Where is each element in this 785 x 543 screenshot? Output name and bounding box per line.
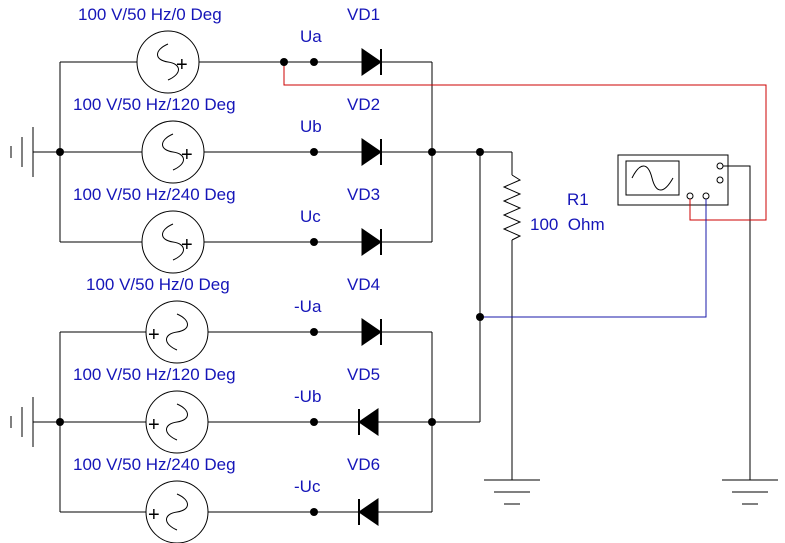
ac-source-3[interactable]: + — [141, 210, 205, 274]
node-label-neg-uc: -Uc — [294, 477, 321, 496]
scope-terminal-a — [686, 192, 694, 200]
probe-wire-a — [283, 62, 767, 221]
svg-text:+: + — [176, 54, 188, 76]
ground-symbol-upper — [10, 127, 60, 177]
resistor-name: R1 — [567, 190, 589, 209]
probe-wire-b — [480, 199, 707, 318]
source-label-3: 100 V/50 Hz/240 Deg — [73, 185, 236, 204]
resistor-r1[interactable] — [502, 174, 522, 241]
source-label-1: 100 V/50 Hz/0 Deg — [78, 5, 222, 24]
diode-vd4[interactable] — [361, 318, 382, 346]
diode-label-vd6: VD6 — [347, 455, 380, 474]
diode-label-vd4: VD4 — [347, 275, 380, 294]
ac-source-4[interactable]: + — [145, 300, 209, 364]
scope-terminal-gnd — [716, 176, 724, 184]
scope-terminal-b — [702, 192, 710, 200]
svg-text:+: + — [148, 504, 160, 526]
svg-text:+: + — [181, 234, 193, 256]
diode-vd3[interactable] — [361, 228, 382, 256]
diode-vd6[interactable] — [358, 498, 379, 526]
ground-symbol-scope — [722, 479, 778, 505]
node-label-ub: Ub — [300, 117, 322, 136]
source-label-6: 100 V/50 Hz/240 Deg — [73, 455, 236, 474]
diode-vd5[interactable] — [358, 408, 379, 436]
node-label-uc: Uc — [300, 207, 321, 226]
svg-text:+: + — [148, 414, 160, 436]
node-label-ua: Ua — [300, 27, 322, 46]
ac-source-1[interactable]: + — [136, 30, 200, 94]
diode-label-vd3: VD3 — [347, 185, 380, 204]
diode-vd2[interactable] — [361, 138, 382, 166]
source-label-4: 100 V/50 Hz/0 Deg — [86, 275, 230, 294]
oscilloscope[interactable] — [617, 154, 729, 206]
svg-text:+: + — [181, 144, 193, 166]
junction-dots — [56, 58, 484, 516]
ground-symbol-lower — [10, 397, 60, 447]
diode-label-vd2: VD2 — [347, 95, 380, 114]
node-label-neg-ub: -Ub — [294, 387, 321, 406]
svg-text:+: + — [148, 324, 160, 346]
ac-source-2[interactable]: + — [141, 120, 205, 184]
diode-label-vd1: VD1 — [347, 5, 380, 24]
ac-source-5[interactable]: + — [145, 390, 209, 454]
diode-vd1[interactable] — [361, 48, 382, 76]
source-label-2: 100 V/50 Hz/120 Deg — [73, 95, 236, 114]
source-label-5: 100 V/50 Hz/120 Deg — [73, 365, 236, 384]
diode-label-vd5: VD5 — [347, 365, 380, 384]
node-label-neg-ua: -Ua — [294, 297, 322, 316]
scope-terminal-trig — [716, 162, 724, 170]
ground-symbol-resistor — [484, 479, 540, 505]
ac-source-6[interactable]: + — [145, 480, 209, 543]
resistor-value: 100 Ohm — [530, 215, 605, 234]
